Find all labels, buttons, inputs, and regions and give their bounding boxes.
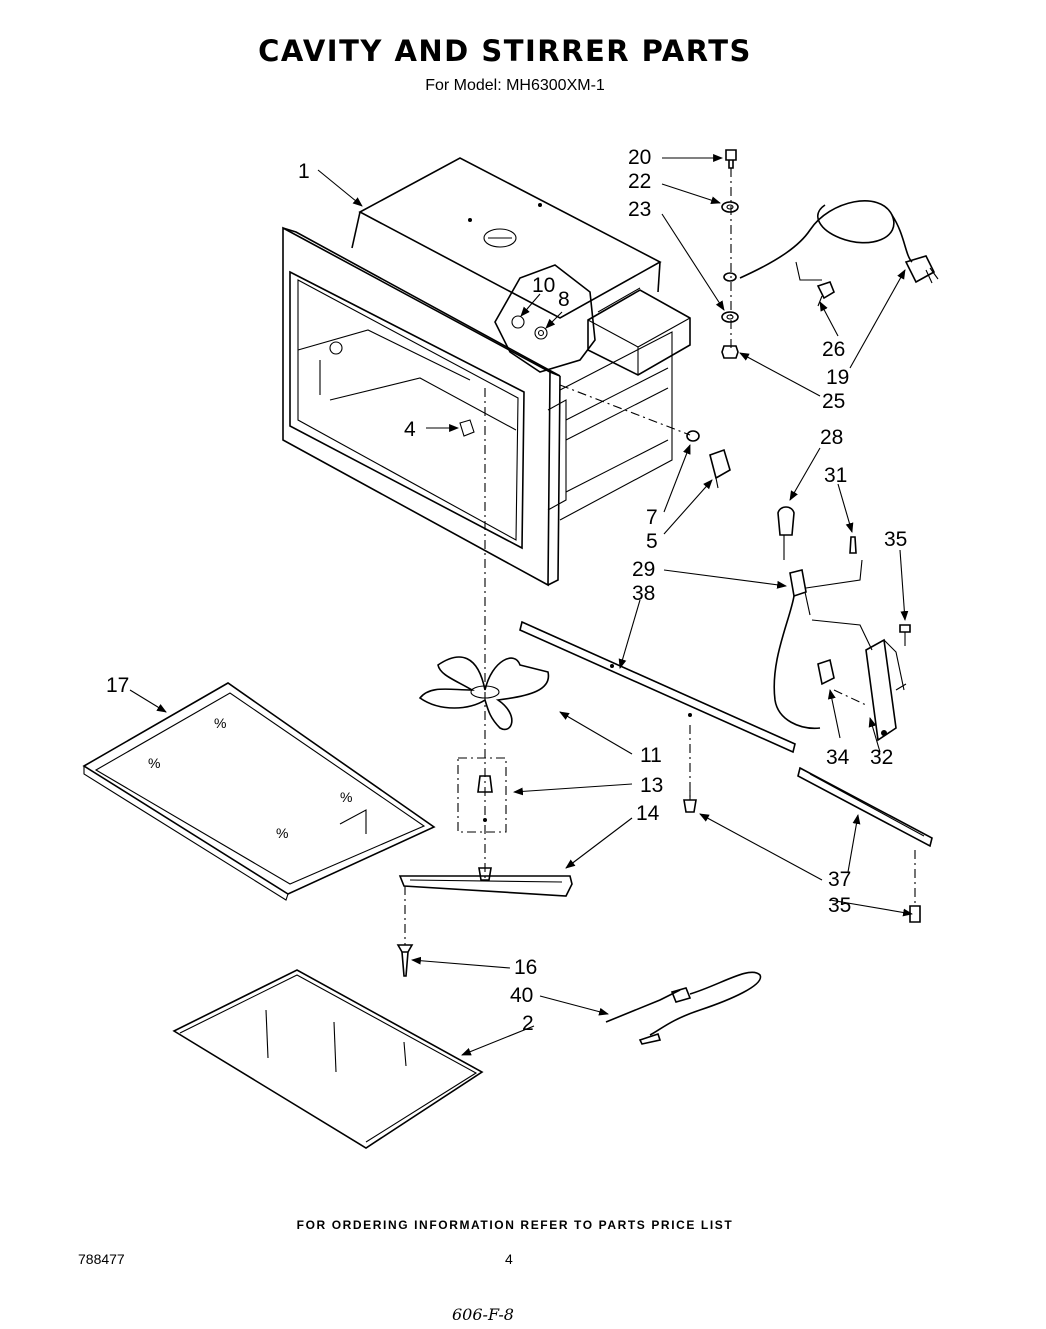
callout-5: 5 — [646, 530, 658, 553]
callout-40: 40 — [510, 984, 533, 1007]
svg-text:%: % — [276, 825, 288, 841]
callout-28: 28 — [820, 426, 843, 449]
callout-31: 31 — [824, 464, 847, 487]
callout-23: 23 — [628, 198, 651, 221]
callout-19: 19 — [826, 366, 849, 389]
callout-11: 11 — [640, 744, 662, 767]
callout-2: 2 — [522, 1012, 534, 1035]
callout-8: 8 — [558, 288, 570, 311]
callout-37: 37 — [828, 868, 851, 891]
callout-38: 38 — [632, 582, 655, 605]
callout-35-bottom: 35 — [828, 894, 851, 917]
oven-cavity — [282, 157, 691, 587]
rail-37 — [797, 766, 933, 923]
page-title: CAVITY AND STIRRER PARTS — [258, 34, 752, 68]
callout-20: 20 — [628, 146, 651, 169]
model-subtitle: For Model: MH6300XM-1 — [425, 77, 605, 94]
callout-26: 26 — [822, 338, 845, 361]
callout-25: 25 — [822, 390, 845, 413]
shelf-tray: % % % % — [82, 682, 436, 901]
callout-10: 10 — [532, 274, 555, 297]
callout-17: 17 — [106, 674, 129, 697]
fastener-stack — [721, 149, 739, 359]
callout-34: 34 — [826, 746, 850, 769]
glass-tray — [172, 969, 484, 1149]
callout-32: 32 — [870, 746, 893, 769]
callout-29: 29 — [632, 558, 655, 581]
callout-16: 16 — [514, 956, 537, 979]
svg-text:%: % — [340, 789, 352, 805]
callout-labels: 1 10 8 4 20 22 23 26 19 25 28 31 35 7 5 … — [106, 146, 907, 1035]
callout-7: 7 — [646, 506, 658, 529]
svg-text:%: % — [148, 755, 160, 771]
callout-4: 4 — [404, 418, 416, 441]
probe — [605, 971, 762, 1045]
leader-lines — [129, 154, 913, 1056]
handwritten-note: 606-F-8 — [452, 1305, 514, 1324]
lamp-assembly — [773, 506, 911, 742]
callout-22: 22 — [628, 170, 651, 193]
callout-13: 13 — [640, 774, 663, 797]
power-cord — [739, 200, 939, 307]
rail-38 — [519, 620, 796, 813]
stirrer-assembly — [396, 388, 573, 977]
callout-14: 14 — [636, 802, 660, 825]
document-number: 788477 — [78, 1251, 125, 1267]
page-number: 4 — [505, 1251, 513, 1267]
callout-35-top: 35 — [884, 528, 907, 551]
callout-1: 1 — [298, 160, 310, 183]
svg-text:%: % — [214, 715, 226, 731]
ordering-note: FOR ORDERING INFORMATION REFER TO PARTS … — [296, 1218, 734, 1232]
switch-assembly — [559, 384, 731, 489]
